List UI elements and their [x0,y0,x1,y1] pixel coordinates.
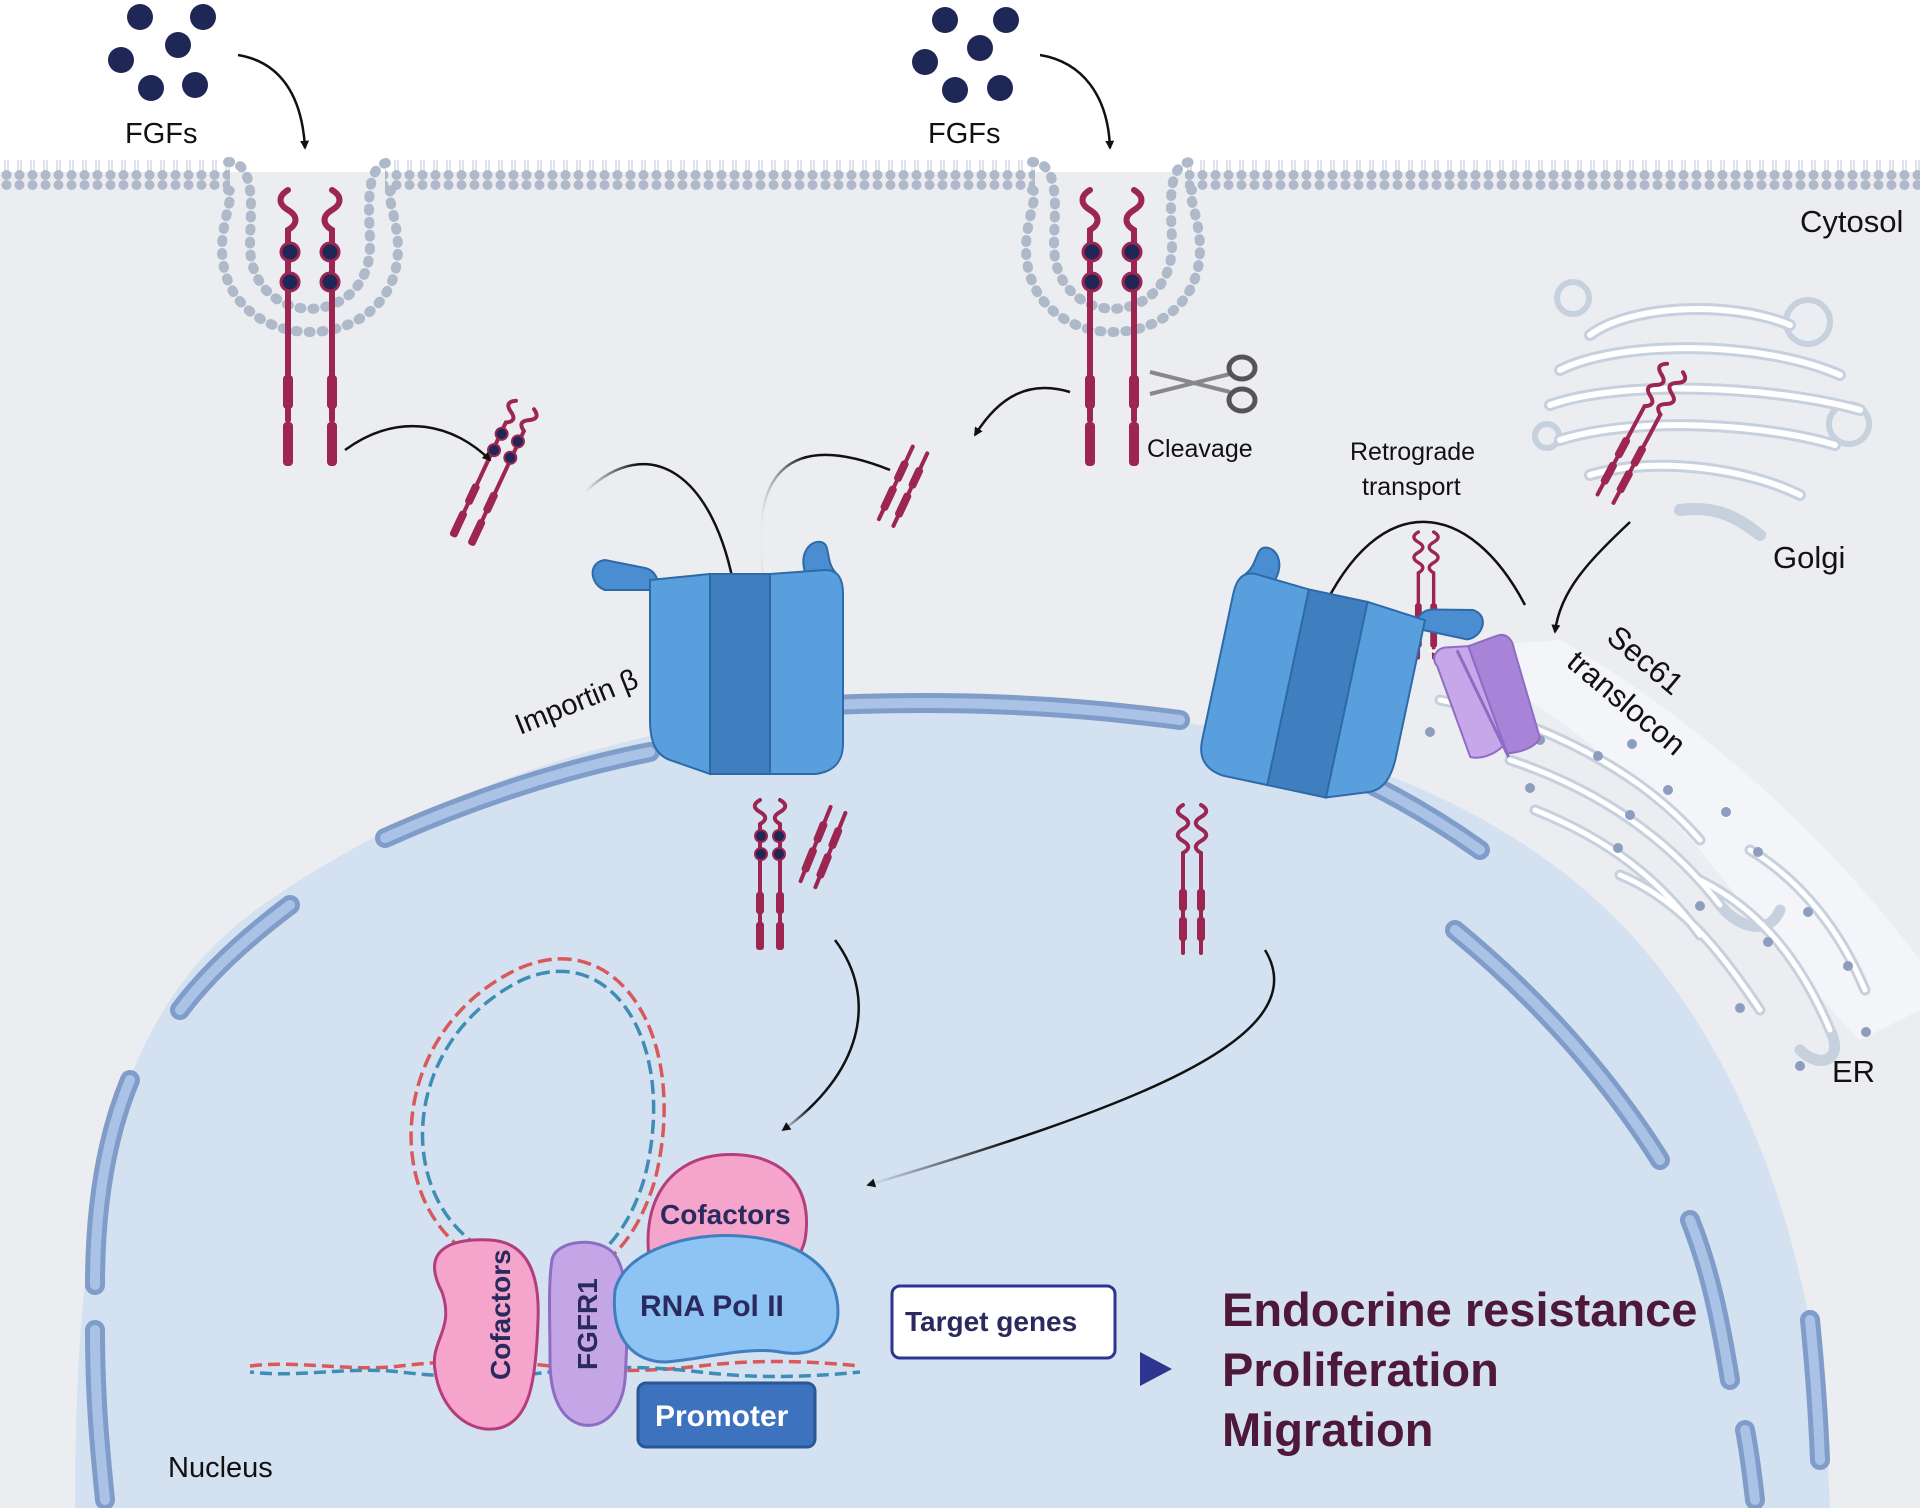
er-label: ER [1832,1054,1875,1089]
scissors-icon [1149,354,1258,414]
sec61-translocon [1433,634,1541,759]
fgfs-label-left: FGFs [125,118,198,150]
rna-pol-label: RNA Pol II [640,1290,784,1323]
retrograde-arrow [1318,520,1527,617]
outcome-endocrine-resistance: Endocrine resistance [1222,1283,1697,1336]
target-genes-label: Target genes [905,1306,1077,1337]
promoter-box [636,1381,817,1449]
retrograde-label-line2: transport [1362,473,1461,501]
fgfr1-label: FGFR1 [572,1278,603,1370]
outcome-proliferation: Proliferation [1222,1343,1499,1396]
import-arrow-fragment [759,453,891,592]
cleavage-arrow [973,386,1071,437]
cofactors-left-label: Cofactors [485,1249,516,1380]
nucleus-label: Nucleus [168,1452,273,1484]
fgf-ligands-right [912,7,1019,103]
fgf-ligands-left [108,4,216,101]
transcription-arrow-head [1140,1352,1172,1386]
cleavage-label: Cleavage [1147,435,1253,463]
plasma-membrane [0,157,1920,337]
promoter-label: Promoter [655,1400,789,1433]
golgi-to-er-arrow [1551,521,1631,634]
fgfr1-complex [548,1240,629,1427]
dna-loop [409,957,666,1272]
nuclear-arrow-right [866,949,1276,1188]
golgi-label: Golgi [1773,540,1845,575]
outcome-migration: Migration [1222,1403,1433,1456]
ligand-binding-arrow-right [1039,53,1115,150]
golgi-lumen [1547,306,1863,498]
cofactors-left [432,1238,540,1431]
import-arrow-receptor [584,462,739,594]
cytosol-label: Cytosol [1800,204,1903,239]
nuclear-arrow-left [781,939,860,1132]
fgfs-label-right: FGFs [928,118,1001,150]
cofactors-top-label: Cofactors [660,1199,791,1230]
rna-pol-ii [612,1233,840,1364]
target-genes-box [890,1284,1117,1360]
retrograde-label-line1: Retrograde [1350,438,1475,466]
ligand-binding-arrow-left [237,53,310,150]
internalization-arrow [344,424,492,462]
